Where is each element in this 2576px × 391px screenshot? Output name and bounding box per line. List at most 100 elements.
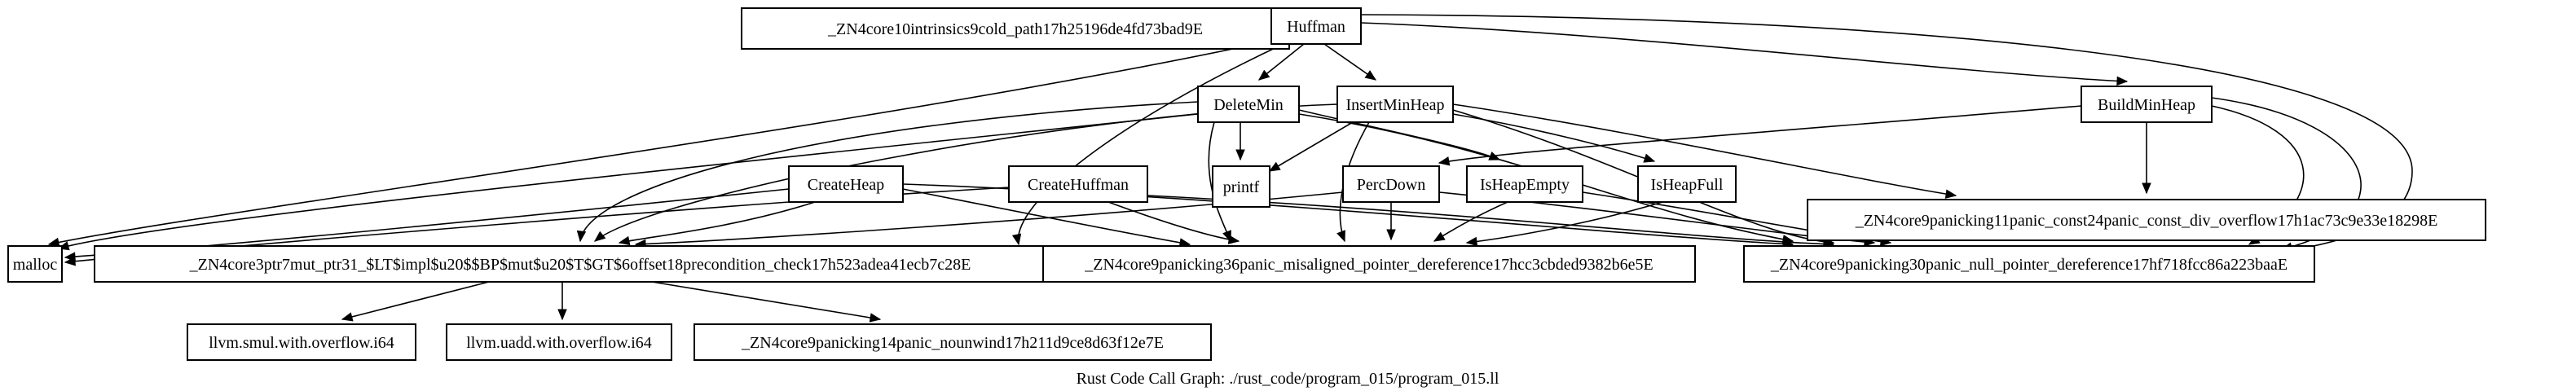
svg-text:printf: printf	[1223, 178, 1260, 196]
arrowhead-icon	[1227, 235, 1240, 244]
arrowhead-icon	[1433, 231, 1446, 242]
edge-isheapempty-misaligned	[1433, 201, 1508, 242]
edge-line	[1147, 195, 1834, 245]
arrowhead-icon	[618, 235, 631, 246]
arrowhead-icon	[557, 309, 567, 321]
arrowhead-icon	[869, 313, 882, 323]
arrowhead-icon	[1364, 70, 1377, 81]
svg-text:Huffman: Huffman	[1287, 18, 1345, 36]
edge-line	[1017, 43, 1284, 245]
edge-huffman-buildminheap	[1360, 22, 2129, 86]
arrowhead-icon	[1235, 149, 1245, 161]
node-createhuffman[interactable]: CreateHuffman	[1008, 165, 1148, 203]
arrowhead-icon	[2142, 182, 2151, 195]
svg-text:CreateHuffman: CreateHuffman	[1028, 176, 1129, 194]
node-deletemin[interactable]: DeleteMin	[1197, 86, 1300, 123]
edge-line	[902, 188, 1191, 245]
edge-insertminheap-misaligned	[1336, 121, 1370, 243]
node-percdown[interactable]: PercDown	[1342, 165, 1440, 203]
arrowhead-icon	[593, 231, 606, 242]
arrowhead-icon	[47, 237, 60, 248]
svg-text:PercDown: PercDown	[1357, 176, 1425, 194]
node-panic-nounwind[interactable]: _ZN4core9panicking14panic_nounwind17h211…	[694, 323, 1212, 361]
arrowhead-icon	[1386, 229, 1396, 241]
arrowhead-icon	[64, 257, 77, 266]
edge-ptrcheck-uadd	[557, 282, 567, 321]
arrowhead-icon	[1336, 230, 1345, 243]
svg-text:_ZN4core10intrinsics9cold_path: _ZN4core10intrinsics9cold_path17h25196de…	[827, 20, 1203, 38]
edge-line	[1360, 22, 2128, 82]
edge-line	[58, 113, 1199, 249]
edge-line	[1452, 103, 1957, 196]
node-isheapfull[interactable]: IsHeapFull	[1637, 165, 1737, 203]
node-smul-overflow[interactable]: llvm.smul.with.overflow.i64	[187, 323, 416, 361]
arrowhead-icon	[2116, 76, 2129, 86]
node-ptr-precondition-check[interactable]: _ZN4core3ptr7mut_ptr31_$LT$impl$u20$$BP$…	[94, 245, 1067, 283]
node-malloc[interactable]: malloc	[7, 245, 63, 283]
edge-line	[341, 281, 490, 320]
edge-createhuffman-misaligned	[1107, 201, 1240, 244]
edge-line	[619, 201, 816, 244]
svg-text:_ZN4core9panicking30panic_null: _ZN4core9panicking30panic_null_pointer_d…	[1770, 256, 2288, 274]
arrowhead-icon	[1257, 69, 1270, 81]
svg-text:_ZN4core9panicking36panic_misa: _ZN4core9panicking36panic_misaligned_poi…	[1084, 256, 1653, 274]
edge-percdown-misaligned	[1386, 202, 1396, 241]
edge-line	[579, 101, 1199, 242]
edge-insertminheap-divoverflow	[1452, 103, 1957, 199]
edge-insertminheap-printf	[1268, 121, 1354, 172]
svg-text:DeleteMin: DeleteMin	[1213, 96, 1284, 114]
svg-text:_ZN4core9panicking11panic_cons: _ZN4core9panicking11panic_const24panic_c…	[1855, 212, 2438, 230]
svg-text:IsHeapFull: IsHeapFull	[1651, 176, 1724, 194]
node-printf[interactable]: printf	[1212, 165, 1270, 208]
edge-line	[1323, 43, 1376, 81]
graph-nodes: _ZN4core10intrinsics9cold_path17h25196de…	[7, 7, 2486, 361]
svg-text:llvm.smul.with.overflow.i64: llvm.smul.with.overflow.i64	[209, 334, 394, 352]
svg-text:IsHeapEmpty: IsHeapEmpty	[1480, 176, 1570, 194]
arrowhead-icon	[341, 312, 354, 322]
node-insertminheap[interactable]: InsertMinHeap	[1336, 86, 1454, 123]
arrowhead-icon	[1268, 161, 1281, 172]
svg-text:InsertMinHeap: InsertMinHeap	[1345, 96, 1444, 114]
edge-isheapfull-misaligned	[1465, 201, 1663, 247]
svg-text:_ZN4core3ptr7mut_ptr31_$LT$imp: _ZN4core3ptr7mut_ptr31_$LT$impl$u20$$BP$…	[189, 256, 971, 274]
edge-ptrcheck-smul	[341, 281, 490, 322]
edge-deletemin-ptrcheck	[576, 101, 1199, 243]
node-uadd-overflow[interactable]: llvm.uadd.with.overflow.i64	[446, 323, 672, 361]
edge-deletemin-printf	[1235, 122, 1245, 161]
edge-line	[1466, 201, 1663, 244]
node-div-overflow[interactable]: _ZN4core9panicking11panic_const24panic_c…	[1807, 199, 2486, 241]
edge-huffman-misaligned	[1011, 43, 1284, 246]
node-null-pointer[interactable]: _ZN4core9panicking30panic_null_pointer_d…	[1743, 245, 2315, 283]
node-misaligned-pointer[interactable]: _ZN4core9panicking36panic_misaligned_poi…	[1042, 245, 1696, 283]
edge-ptrcheck-nounwind	[651, 281, 882, 323]
svg-text:BuildMinHeap: BuildMinHeap	[2098, 96, 2195, 114]
edge-line	[48, 40, 1272, 245]
edge-line	[651, 281, 881, 320]
edge-buildminheap-percdown	[1438, 105, 2082, 166]
node-createheap[interactable]: CreateHeap	[788, 165, 904, 203]
svg-text:CreateHeap: CreateHeap	[808, 176, 884, 194]
node-isheapempty[interactable]: IsHeapEmpty	[1466, 165, 1583, 203]
edge-huffman-deletemin	[1257, 43, 1305, 81]
edge-line	[1433, 201, 1508, 242]
arrowhead-icon	[1465, 236, 1478, 247]
node-huffman[interactable]: Huffman	[1270, 7, 1362, 45]
edge-huffman-insertminheap	[1323, 43, 1377, 81]
node-buildminheap[interactable]: BuildMinHeap	[2081, 86, 2213, 123]
graph-caption: Rust Code Call Graph: ./rust_code/progra…	[1077, 370, 1499, 388]
edge-createheap-ptrcheck	[618, 201, 816, 246]
arrowhead-icon	[1944, 189, 1957, 199]
node-cold-path[interactable]: _ZN4core10intrinsics9cold_path17h25196de…	[741, 7, 1290, 50]
arrowhead-icon	[1438, 156, 1451, 166]
arrowhead-icon	[1643, 153, 1656, 163]
edge-line	[1107, 201, 1240, 242]
arrowhead-icon	[576, 230, 587, 243]
edge-buildminheap-divoverflow	[2142, 122, 2151, 195]
edge-line	[1269, 121, 1354, 172]
arrowhead-icon	[1011, 233, 1022, 246]
svg-text:llvm.uadd.with.overflow.i64: llvm.uadd.with.overflow.i64	[466, 334, 652, 352]
svg-text:malloc: malloc	[13, 256, 58, 274]
edge-line	[1438, 105, 2082, 164]
edge-huffman-malloc	[47, 40, 1272, 248]
